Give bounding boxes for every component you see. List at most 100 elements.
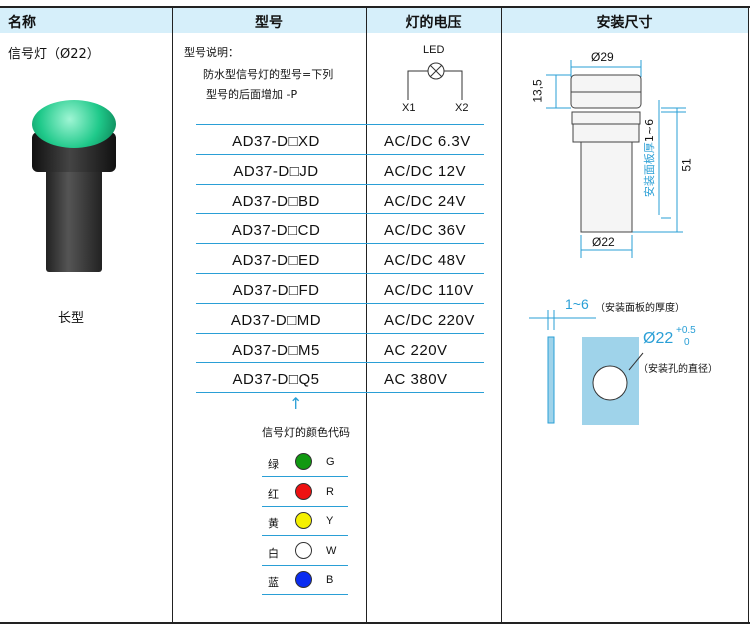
table-row-voltage: AC/DC 6.3V xyxy=(384,133,471,150)
color-code: B xyxy=(326,574,334,586)
table-row-model: AD37-D□JD xyxy=(233,162,319,180)
col-divider xyxy=(172,6,173,624)
row-divider xyxy=(262,564,348,566)
table-row-model: AD37-D□FD xyxy=(232,282,320,299)
header-name: 名称 xyxy=(8,15,36,31)
terminal-x2: X2 xyxy=(455,102,469,114)
led-circuit: LED X1 X2 xyxy=(366,40,501,120)
row-divider xyxy=(366,302,484,304)
table-row-model: AD37-D□XD xyxy=(232,133,320,150)
color-name: 蓝 xyxy=(268,576,279,589)
dim-body-dia: Ø22 xyxy=(592,235,615,249)
row-divider xyxy=(196,392,366,393)
table-row-voltage: AC/DC 48V xyxy=(384,252,467,270)
mounting-drawing xyxy=(529,60,686,425)
table-row-model: AD37-D□Q5 xyxy=(232,371,320,389)
header-mounting: 安装尺寸 xyxy=(596,15,653,31)
row-divider xyxy=(196,243,366,245)
row-divider xyxy=(262,594,348,595)
led-label: LED xyxy=(423,44,445,56)
dim-thickness-label: （安装面板的厚度） xyxy=(595,303,685,314)
lamp-symbol-icon xyxy=(407,62,463,100)
color-code: G xyxy=(326,456,335,468)
color-code-item: 红 R xyxy=(262,480,356,510)
dim-hole: Ø22 xyxy=(643,330,674,347)
row-divider xyxy=(262,476,348,477)
color-swatch-icon xyxy=(295,571,312,588)
model-note-title: 型号说明： xyxy=(184,46,239,59)
row-divider xyxy=(196,302,366,304)
dim-panel-label: 安装面板厚1~6 xyxy=(641,119,657,197)
dim-total: 51 xyxy=(679,158,694,172)
row-divider xyxy=(196,153,366,155)
color-code-item: 白 W xyxy=(262,539,356,569)
dim-head-height: 13,5 xyxy=(530,79,545,103)
table-row-voltage: AC 380V xyxy=(384,371,448,389)
dim-top-dia: Ø29 xyxy=(591,50,614,64)
panel-range: 1~6 xyxy=(643,118,657,143)
row-divider xyxy=(262,535,348,536)
color-code-title: 信号灯的颜色代码 xyxy=(262,426,350,439)
color-code: R xyxy=(326,485,334,498)
table-row-voltage: AC/DC 110V xyxy=(384,282,474,299)
row-divider xyxy=(366,362,484,364)
row-divider xyxy=(196,213,366,215)
row-divider xyxy=(366,392,484,393)
row-divider xyxy=(366,124,484,125)
color-swatch-icon xyxy=(295,482,312,500)
row-divider xyxy=(196,332,366,334)
row-divider xyxy=(196,124,366,125)
row-divider xyxy=(366,153,484,155)
dim-hole-label: （安装孔的直径） xyxy=(638,364,718,375)
header-model: 型号 xyxy=(255,15,283,31)
table-bottom-border xyxy=(0,622,750,624)
row-divider xyxy=(366,243,484,245)
color-swatch-icon xyxy=(295,453,312,470)
col-divider xyxy=(748,6,749,624)
color-name: 白 xyxy=(268,546,279,560)
dim-tol-low: 0 xyxy=(684,337,690,348)
row-divider xyxy=(196,362,366,364)
table-row-voltage: AC/DC 220V xyxy=(384,311,475,329)
color-swatch-icon xyxy=(295,512,312,529)
table-row-voltage: AC/DC 24V xyxy=(384,192,467,210)
color-code: Y xyxy=(326,515,334,527)
lamp-image xyxy=(28,92,118,282)
terminal-x1: X1 xyxy=(402,102,416,114)
model-note-line1: 防水型信号灯的型号=下列 xyxy=(203,68,334,81)
color-code-item: 绿 G xyxy=(262,450,356,480)
col-divider xyxy=(366,6,367,624)
arrow-up-icon: ↑ xyxy=(289,394,303,413)
table-row-voltage: AC/DC 36V xyxy=(384,222,467,240)
color-name: 黄 xyxy=(268,517,279,530)
table-row-model: AD37-D□ED xyxy=(232,252,320,270)
dim-tol-up: +0.5 xyxy=(676,325,696,336)
color-name: 红 xyxy=(268,487,279,501)
product-name: 信号灯（Ø22） xyxy=(8,47,100,62)
row-divider xyxy=(366,213,484,215)
dim-thickness: 1~6 xyxy=(565,296,589,312)
color-code-item: 黄 Y xyxy=(262,509,356,539)
col-divider xyxy=(501,6,502,624)
table-row-model: AD37-D□BD xyxy=(232,192,320,210)
header-voltage: 灯的电压 xyxy=(405,15,462,31)
row-divider xyxy=(262,505,348,507)
table-row-model: AD37-D□M5 xyxy=(232,341,320,359)
row-divider xyxy=(196,273,366,274)
color-name: 绿 xyxy=(268,458,279,471)
table-row-model: AD37-D□CD xyxy=(231,222,321,240)
color-swatch-icon xyxy=(295,541,312,559)
table-top-border xyxy=(0,6,750,8)
table-row-model: AD37-D□MD xyxy=(230,311,322,329)
color-code: W xyxy=(326,544,337,557)
panel-label-text: 安装面板厚 xyxy=(643,142,657,198)
table-row-voltage: AC/DC 12V xyxy=(384,162,467,180)
row-divider xyxy=(196,183,366,185)
table-row-voltage: AC 220V xyxy=(384,341,448,359)
header-row xyxy=(0,8,748,33)
color-code-item: 蓝 B xyxy=(262,568,356,598)
model-note-line2: 型号的后面增加 -P xyxy=(206,88,298,101)
row-divider xyxy=(366,183,484,185)
product-type: 长型 xyxy=(58,311,85,326)
row-divider xyxy=(366,332,484,334)
